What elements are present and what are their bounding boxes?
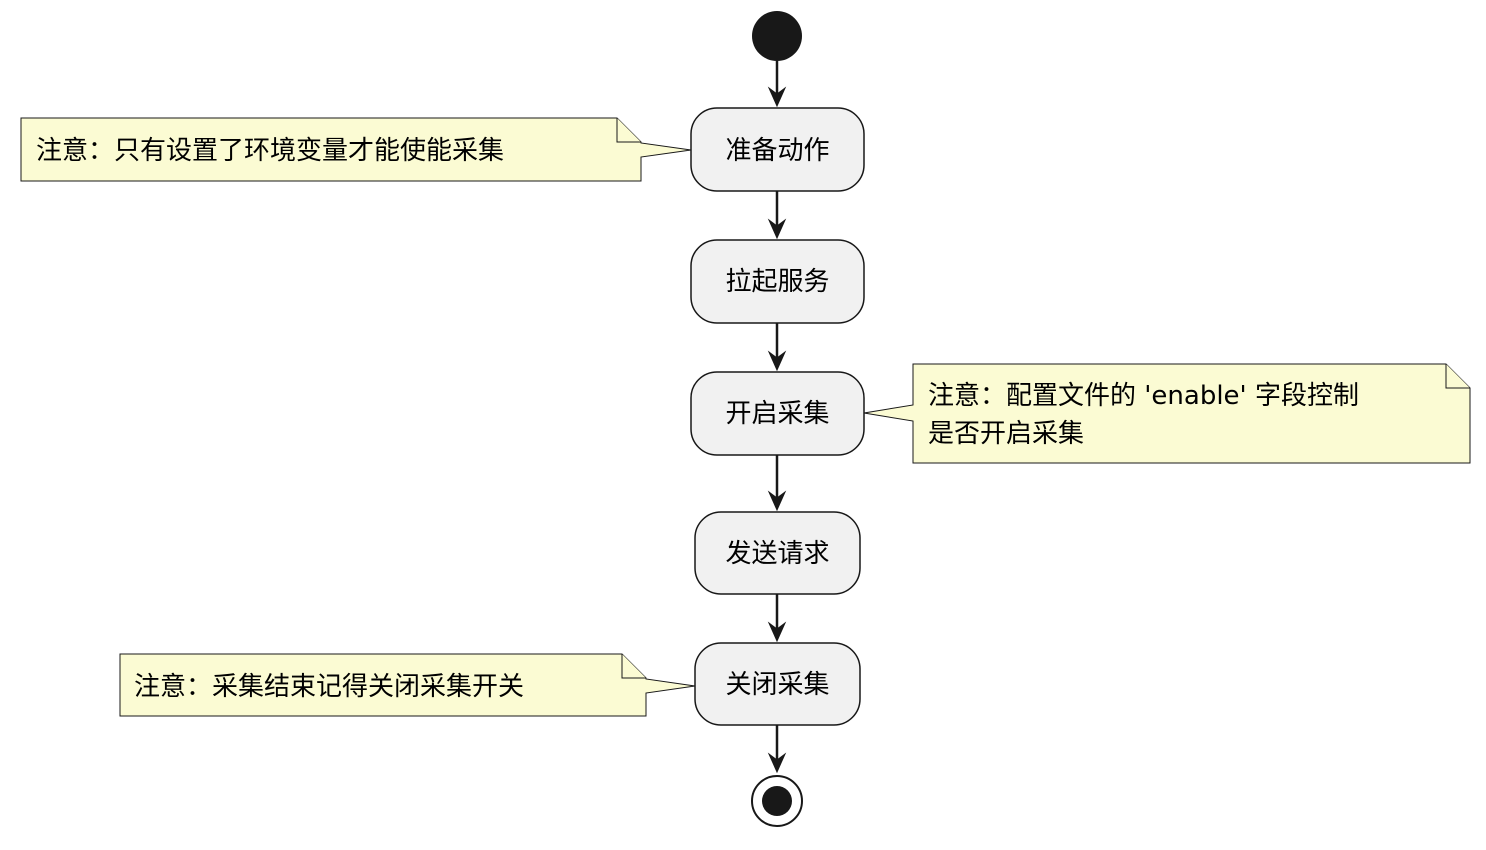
note-close-switch: 注意：采集结束记得关闭采集开关 bbox=[119, 653, 696, 717]
note-environment-variable: 注意：只有设置了环境变量才能使能采集 bbox=[20, 117, 692, 182]
note-enable-field: 注意：配置文件的 'enable' 字段控制 是否开启采集 bbox=[863, 363, 1471, 464]
activity-prepare: 准备动作 bbox=[690, 107, 865, 192]
end-node bbox=[751, 775, 803, 827]
note-line: 注意：只有设置了环境变量才能使能采集 bbox=[36, 136, 504, 166]
start-node bbox=[752, 11, 802, 61]
activity-label: 发送请求 bbox=[725, 539, 829, 569]
edge-close-collection-to-end bbox=[767, 725, 787, 774]
activity-label: 开启采集 bbox=[725, 399, 829, 429]
note-line: 是否开启采集 bbox=[928, 419, 1084, 449]
note-line: 注意：配置文件的 'enable' 字段控制 bbox=[928, 381, 1359, 411]
activity-send-request: 发送请求 bbox=[694, 511, 861, 595]
activity-enable-collection: 开启采集 bbox=[690, 371, 865, 456]
activity-start-service: 拉起服务 bbox=[690, 239, 865, 324]
activity-label: 关闭采集 bbox=[725, 670, 829, 700]
edge-start-to-prepare bbox=[767, 61, 787, 108]
activity-close-collection: 关闭采集 bbox=[694, 642, 861, 726]
activity-label: 准备动作 bbox=[725, 136, 829, 166]
activity-label: 拉起服务 bbox=[725, 267, 829, 297]
note-line: 注意：采集结束记得关闭采集开关 bbox=[134, 672, 524, 702]
edge-start-service-to-enable-collection bbox=[767, 323, 787, 372]
edge-enable-collection-to-send-request bbox=[767, 455, 787, 512]
edge-prepare-to-start-service bbox=[767, 191, 787, 240]
edge-send-request-to-close-collection bbox=[767, 594, 787, 643]
